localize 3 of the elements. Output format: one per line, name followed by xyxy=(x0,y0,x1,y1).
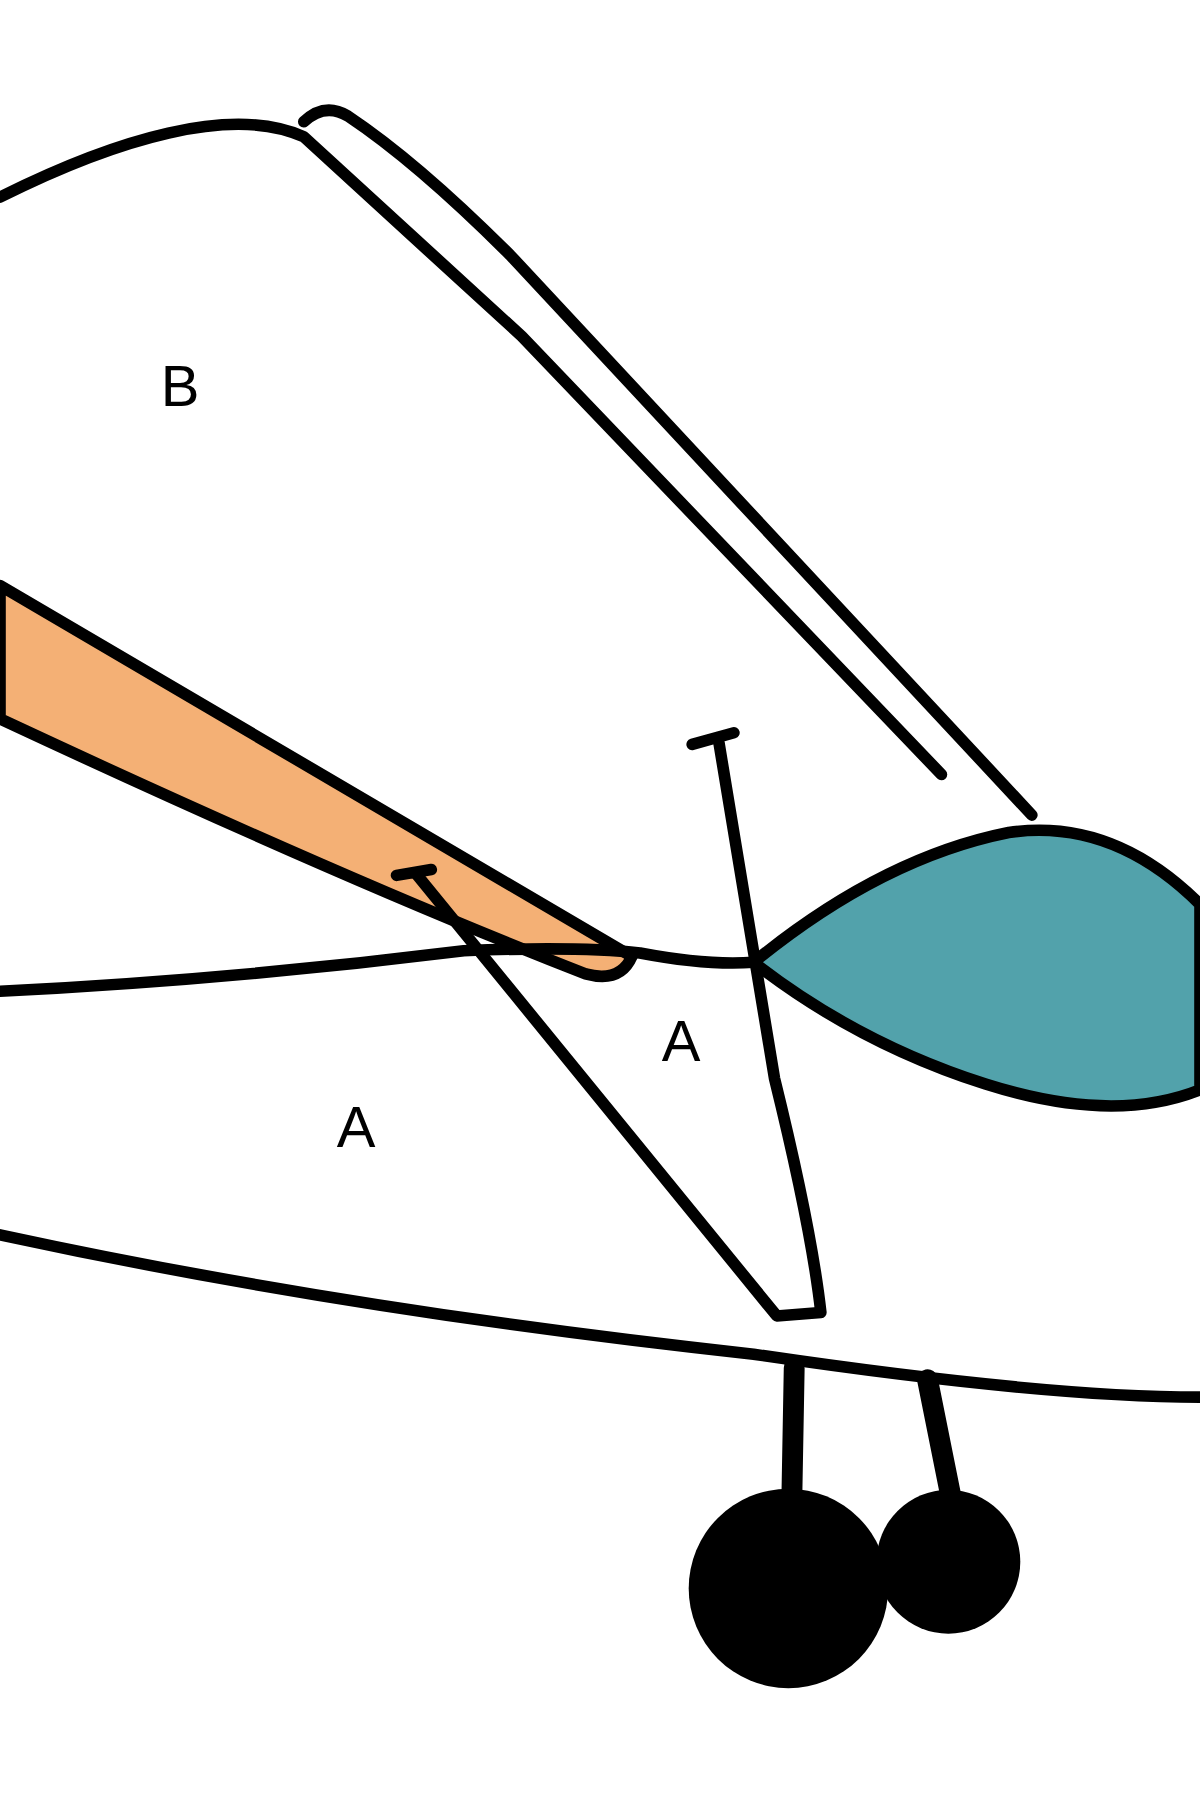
part-letter: A xyxy=(661,1012,701,1070)
part-letter: A xyxy=(336,1098,376,1156)
part-letter: B xyxy=(160,357,200,415)
